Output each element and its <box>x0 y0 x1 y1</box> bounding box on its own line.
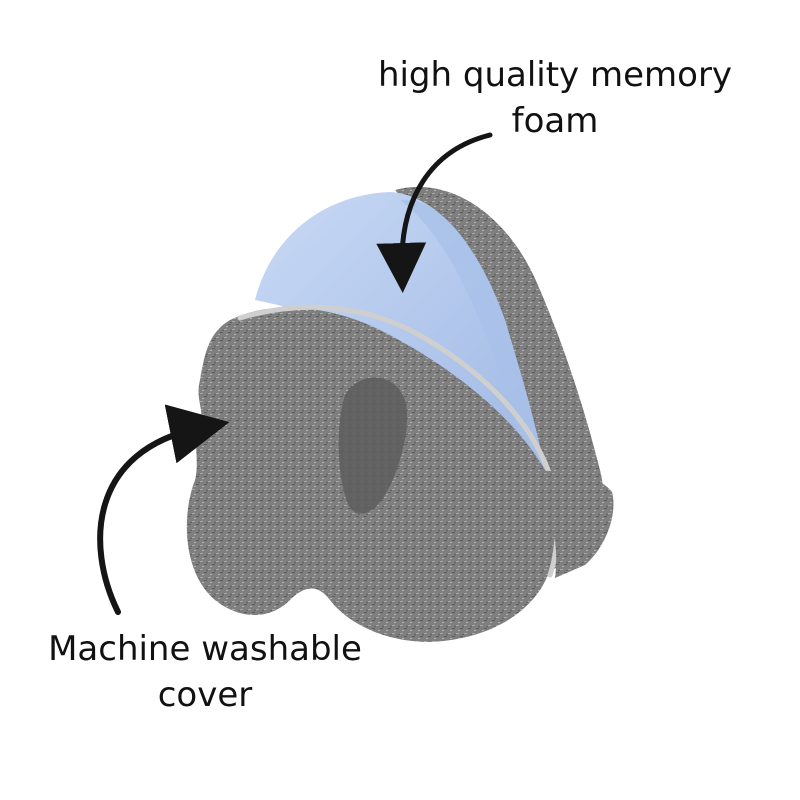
foam-annotation-line2: foam <box>511 101 599 141</box>
cover-annotation-line2: cover <box>157 675 253 715</box>
knee-cavity <box>338 377 408 514</box>
foam-arrow <box>376 132 493 293</box>
foam-shadow <box>400 199 545 470</box>
foam-annotation-line1: high quality memory <box>377 55 733 95</box>
cover-annotation-line1: Machine washable <box>48 629 362 669</box>
side-pocket <box>520 470 614 578</box>
cover-annotation: Machine washable cover <box>30 626 380 718</box>
foam-annotation: high quality memory foam <box>360 52 750 144</box>
cover-arrow <box>97 404 230 615</box>
